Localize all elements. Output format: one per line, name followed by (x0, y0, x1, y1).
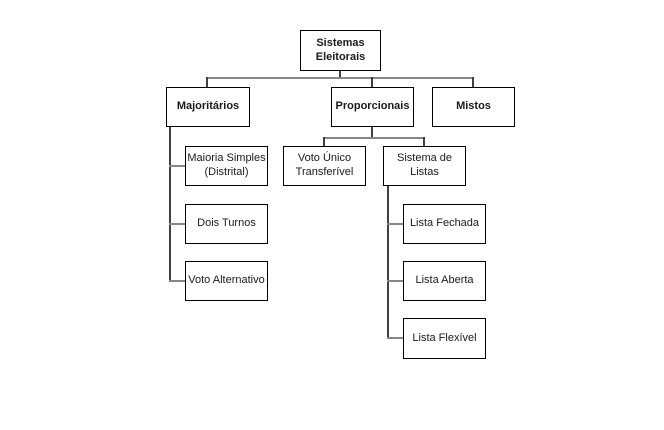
node-mistos: Mistos (432, 87, 515, 127)
connector-lista-flexivel-stub (387, 337, 403, 339)
connector-proporcionais-rail (323, 137, 424, 139)
node-voto-alternativo: Voto Alternativo (185, 261, 268, 301)
node-maioria-simples: Maioria Simples (Distrital) (185, 146, 268, 186)
connector-level1-rail (206, 77, 474, 79)
node-sistema-listas-label: Sistema de Listas (396, 152, 453, 178)
node-voto-unico-label: Voto Único Transferível (295, 152, 354, 178)
node-lista-aberta: Lista Aberta (403, 261, 486, 301)
connector-dois-turnos-stub (169, 223, 185, 225)
node-lista-flexivel-label: Lista Flexível (412, 331, 477, 344)
connector-sistema-listas-stub (423, 137, 425, 146)
node-dois-turnos: Dois Turnos (185, 204, 268, 244)
node-lista-flexivel: Lista Flexível (403, 318, 486, 359)
connector-majoritarios-bracket (169, 127, 171, 282)
node-lista-fechada-label: Lista Fechada (409, 217, 480, 230)
connector-mistos-stub (472, 77, 474, 87)
node-lista-fechada: Lista Fechada (403, 204, 486, 244)
connector-proporcionais-stub (371, 77, 373, 87)
connector-lista-aberta-stub (387, 280, 403, 282)
node-proporcionais-label: Proporcionais (335, 100, 410, 113)
node-majoritarios: Majoritários (166, 87, 250, 127)
connector-proporcionais-down (371, 127, 373, 138)
node-sistemas-eleitorais: Sistemas Eleitorais (300, 30, 381, 71)
node-sistemas-eleitorais-label: Sistemas Eleitorais (315, 36, 366, 63)
connector-maioria-simples-stub (169, 165, 185, 167)
connector-root-stub (339, 71, 341, 79)
connector-voto-alternativo-stub (169, 280, 185, 282)
node-mistos-label: Mistos (456, 100, 491, 113)
node-maioria-simples-label: Maioria Simples (Distrital) (187, 152, 266, 178)
node-lista-aberta-label: Lista Aberta (415, 274, 474, 287)
node-sistema-listas: Sistema de Listas (383, 146, 466, 186)
node-voto-unico: Voto Único Transferível (283, 146, 366, 186)
node-majoritarios-label: Majoritários (176, 100, 240, 113)
connector-voto-unico-stub (323, 137, 325, 146)
node-proporcionais: Proporcionais (331, 87, 414, 127)
connector-lista-fechada-stub (387, 223, 403, 225)
connector-listas-bracket (387, 186, 389, 339)
node-dois-turnos-label: Dois Turnos (197, 217, 256, 230)
node-voto-alternativo-label: Voto Alternativo (188, 274, 265, 287)
connector-majoritarios-stub (206, 77, 208, 87)
